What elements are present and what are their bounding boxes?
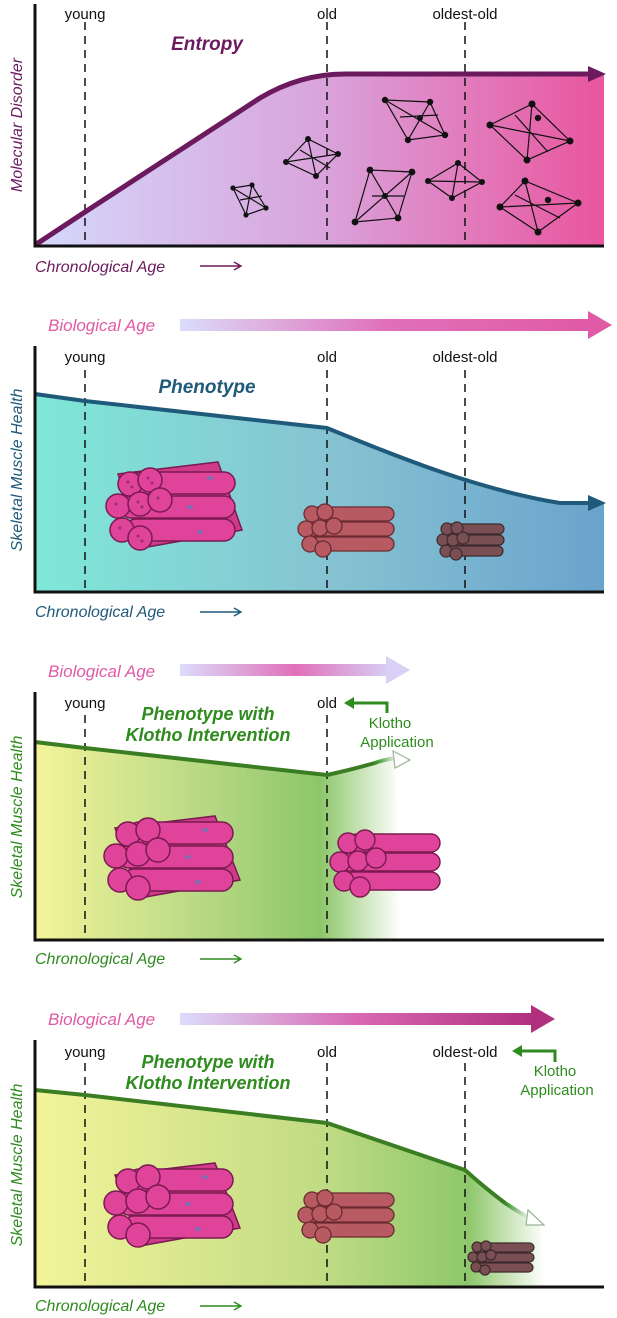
- biological-age-label: Biological Age: [48, 316, 155, 335]
- muscle-bundle-old: [297, 1189, 395, 1244]
- x-axis-label: Chronological Age: [35, 259, 165, 276]
- marker-old: old: [317, 695, 337, 712]
- marker-old: old: [317, 6, 337, 23]
- klotho-application-label-2: Application: [520, 1082, 593, 1099]
- entropy-arrowhead: [588, 66, 606, 82]
- y-axis-label: Skeletal Muscle Health: [9, 1084, 26, 1247]
- muscle-bundle-young: [105, 461, 244, 551]
- axes: [33, 692, 604, 942]
- klotho-phenotype-label-2: Klotho Intervention: [126, 725, 291, 745]
- phenotype-curve: [34, 392, 592, 505]
- x-axis-arrow-icon: [200, 261, 243, 271]
- klotho-phenotype-label-1: Phenotype with: [141, 704, 274, 724]
- biological-age-label: Biological Age: [48, 662, 155, 681]
- axes: [33, 4, 604, 248]
- marker-old: old: [317, 1044, 337, 1061]
- klotho-application-arrowhead: [512, 1045, 522, 1057]
- klotho-application-label-1: Klotho: [534, 1063, 577, 1080]
- klotho-curve: [34, 1088, 507, 1205]
- muscle-bundle-young: [103, 815, 242, 901]
- biological-age-label: Biological Age: [48, 1010, 155, 1029]
- entropy-area: [35, 74, 604, 245]
- molecule-nodes: [230, 96, 582, 236]
- axes: [33, 346, 604, 594]
- muscle-bundle-old: [297, 503, 395, 558]
- muscle-bundle-restored: [329, 829, 441, 898]
- biological-age-arrowhead: [386, 656, 410, 684]
- x-axis-arrow-icon: [200, 954, 243, 964]
- klotho-phenotype-label-1: Phenotype with: [141, 1052, 274, 1072]
- muscle-bundle-young: [103, 1162, 242, 1248]
- marker-old: old: [317, 349, 337, 366]
- klotho-phenotype-label-2: Klotho Intervention: [126, 1073, 291, 1093]
- panel-klotho-oldest: Biological Age young old oldest-old Phen…: [9, 1005, 604, 1315]
- entropy-label: Entropy: [171, 34, 244, 55]
- x-axis-label: Chronological Age: [35, 1298, 165, 1315]
- x-axis-label: Chronological Age: [35, 951, 165, 968]
- marker-young: young: [65, 6, 106, 23]
- klotho-fade-arrowhead: [392, 749, 412, 769]
- muscle-bundle-oldest: [467, 1240, 535, 1276]
- marker-oldest-old: oldest-old: [432, 1044, 497, 1061]
- y-axis-label: Skeletal Muscle Health: [9, 389, 26, 552]
- marker-young: young: [65, 1044, 106, 1061]
- y-axis-label: Molecular Disorder: [9, 57, 26, 192]
- marker-oldest-old: oldest-old: [432, 349, 497, 366]
- klotho-fade-arrowhead: [525, 1208, 546, 1226]
- marker-young: young: [65, 349, 106, 366]
- marker-oldest-old: oldest-old: [432, 6, 497, 23]
- panel-klotho-old: Biological Age young old Phenotype with …: [9, 656, 604, 968]
- entropy-curve: [33, 71, 590, 248]
- biological-age-arrow-shaft: [180, 319, 592, 331]
- klotho-application-arrow: [352, 701, 389, 713]
- klotho-application-arrow: [520, 1049, 557, 1062]
- biological-age-arrowhead: [588, 311, 612, 339]
- phenotype-label: Phenotype: [158, 377, 256, 398]
- x-axis-label: Chronological Age: [35, 604, 165, 621]
- klotho-application-label-1: Klotho: [369, 715, 412, 732]
- biological-age-arrow-shaft: [180, 664, 390, 676]
- marker-young: young: [65, 695, 106, 712]
- x-axis-arrow-icon: [200, 1301, 243, 1311]
- muscle-bundle-oldest: [436, 521, 505, 561]
- biological-age-arrow-shaft: [180, 1013, 535, 1025]
- x-axis-arrow-icon: [200, 607, 243, 617]
- klotho-curve: [34, 740, 376, 778]
- klotho-application-arrowhead: [344, 697, 354, 709]
- axes: [33, 1040, 604, 1289]
- y-axis-label: Skeletal Muscle Health: [9, 736, 26, 899]
- phenotype-arrowhead: [588, 495, 606, 511]
- klotho-application-label-2: Application: [360, 734, 433, 751]
- biological-age-arrowhead: [531, 1005, 555, 1033]
- panel-entropy: young old oldest-old Entropy Chronologic…: [9, 4, 606, 276]
- panel-phenotype: Biological Age young old oldest-old Phen…: [9, 311, 612, 621]
